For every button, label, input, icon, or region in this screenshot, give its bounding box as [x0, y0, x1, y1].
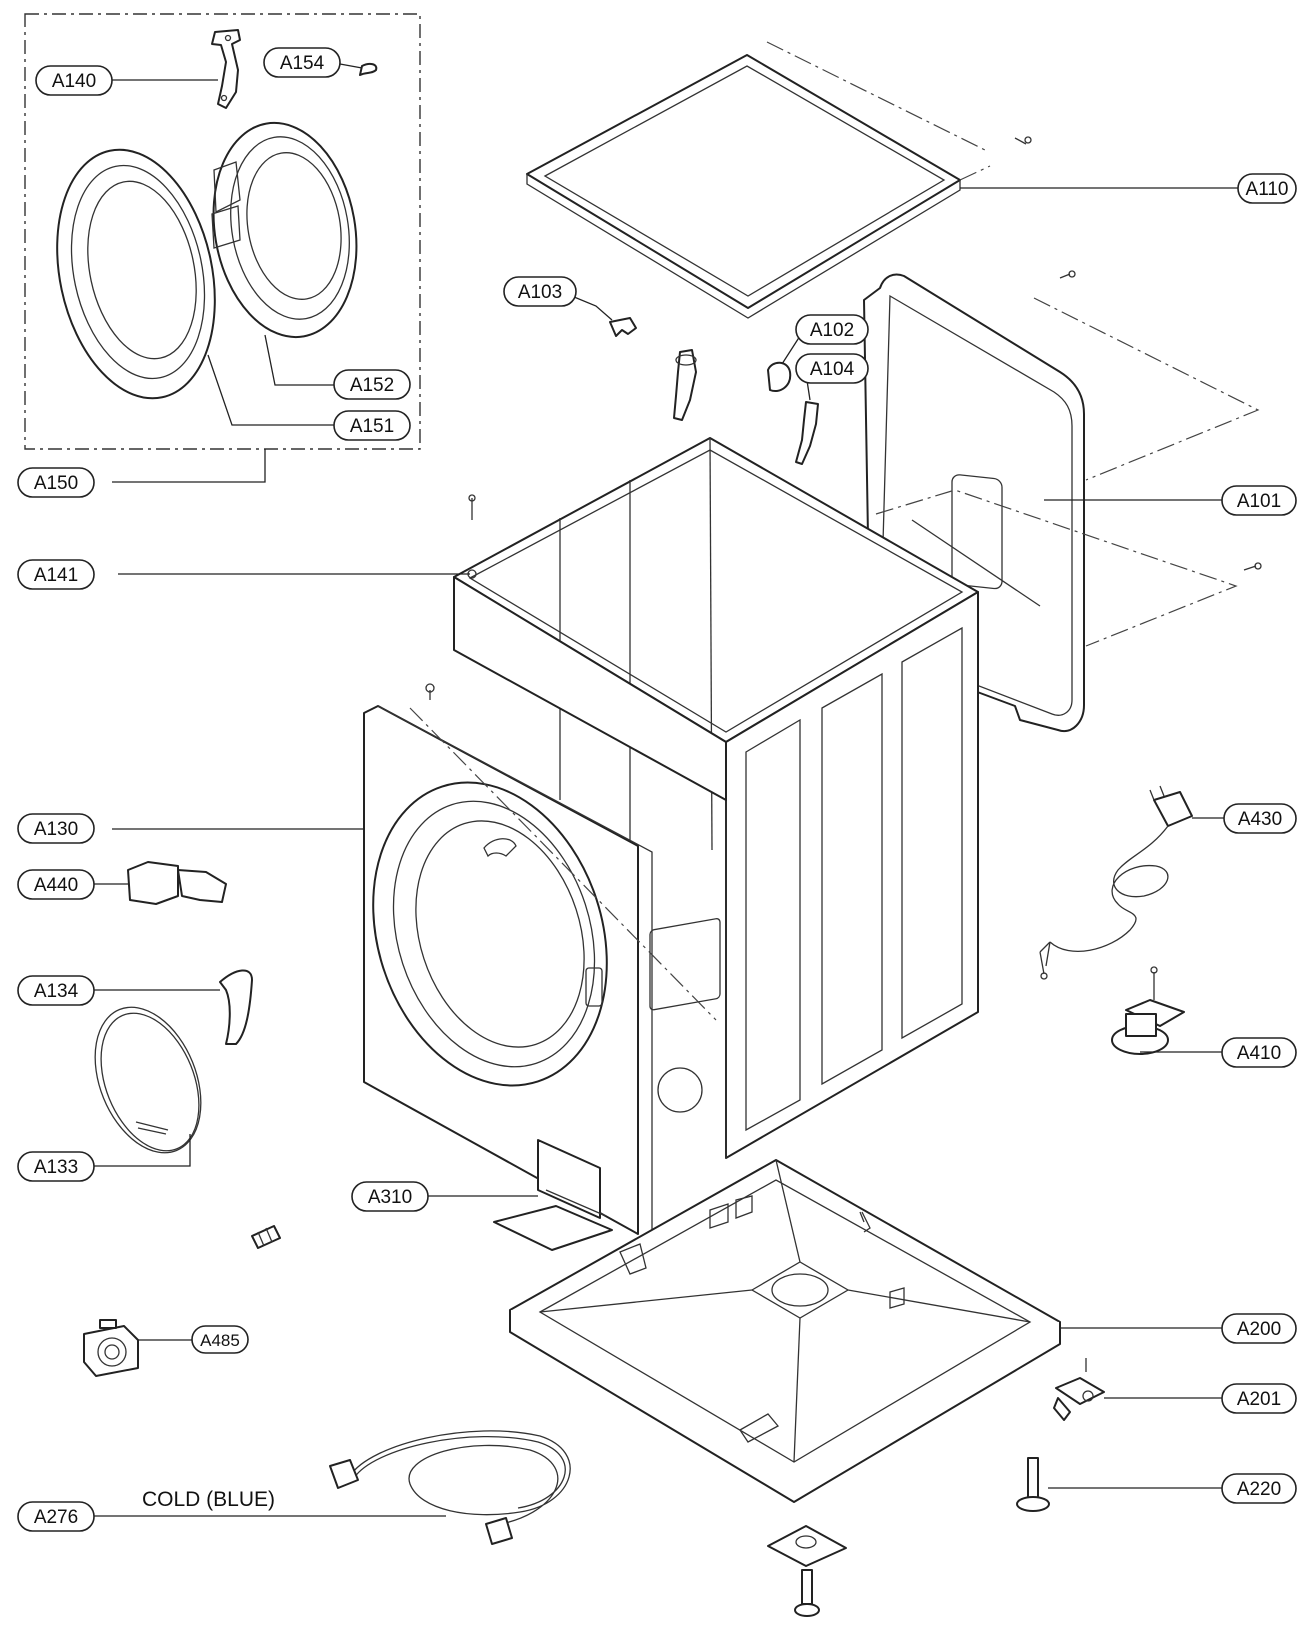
callout-a430-label: A430 — [1238, 809, 1282, 830]
small-spring-part — [251, 1225, 281, 1249]
leader-a152 — [264, 334, 334, 386]
callout-a276-label: A276 — [34, 1507, 78, 1528]
callout-a152-label: A152 — [350, 375, 394, 396]
callout-a485: A485 — [191, 1325, 249, 1354]
filter-cover-part — [424, 1139, 613, 1251]
callout-a130: A130 — [17, 813, 95, 844]
top-plate-part — [526, 41, 1238, 319]
callout-a150: A150 — [17, 467, 95, 498]
pressure-switch-part — [1111, 966, 1222, 1055]
callout-a151: A151 — [333, 410, 411, 441]
callout-a110: A110 — [1237, 173, 1297, 204]
inlet-valve-part — [795, 373, 819, 465]
callout-a103: A103 — [503, 276, 577, 307]
callout-a150-label: A150 — [34, 473, 78, 494]
callout-a141: A141 — [17, 559, 95, 590]
callout-a440: A440 — [17, 869, 95, 900]
callout-a276: A276 — [17, 1501, 95, 1532]
door-hinge-part — [211, 29, 241, 109]
callout-a103-label: A103 — [518, 282, 562, 303]
callout-a154: A154 — [263, 47, 341, 78]
leader-a133 — [92, 1134, 191, 1167]
pump-fan-part — [83, 1319, 192, 1377]
door-handle-part — [92, 969, 253, 1045]
callout-a430: A430 — [1223, 803, 1297, 834]
callout-a440-label: A440 — [34, 875, 78, 896]
callout-a104: A104 — [795, 353, 869, 384]
callout-a101: A101 — [1221, 485, 1297, 516]
callout-a140-label: A140 — [52, 71, 96, 92]
callout-a133: A133 — [17, 1151, 95, 1182]
base-part — [509, 1159, 1224, 1503]
adjustable-leg-part — [1016, 1457, 1224, 1512]
door-assembly-group — [24, 13, 421, 483]
callout-a141-label: A141 — [34, 565, 78, 586]
callout-a104-label: A104 — [810, 359, 855, 380]
callout-a201-label: A201 — [1237, 1389, 1281, 1410]
callout-a220: A220 — [1221, 1473, 1297, 1504]
callout-a134-label: A134 — [34, 981, 79, 1002]
callout-a200-label: A200 — [1237, 1319, 1281, 1340]
leader-a154 — [339, 63, 363, 69]
callout-a133-label: A133 — [34, 1157, 78, 1178]
foot-bracket-part — [767, 1525, 847, 1617]
callout-a310: A310 — [351, 1181, 429, 1212]
leader-a102 — [781, 335, 801, 365]
door-frame-part — [211, 121, 358, 339]
leader-a151 — [207, 354, 334, 426]
clamp-wire-part — [92, 1006, 202, 1167]
callout-a110-label: A110 — [1246, 179, 1289, 200]
cabinet-frame — [118, 437, 979, 1159]
hose-connector-part — [767, 335, 801, 392]
callout-a152: A152 — [333, 369, 411, 400]
callout-a410: A410 — [1221, 1037, 1297, 1068]
callout-a410-label: A410 — [1237, 1043, 1281, 1064]
valve-part — [673, 349, 697, 421]
callout-a201: A201 — [1221, 1383, 1297, 1414]
power-cord-part — [1039, 785, 1228, 980]
callout-a485-label: A485 — [200, 1331, 240, 1350]
hinge-clip-part — [359, 62, 378, 76]
callout-a154-label: A154 — [280, 53, 325, 74]
callout-a220-label: A220 — [1237, 1479, 1281, 1500]
base-bracket-part — [1053, 1358, 1224, 1421]
callout-a200: A200 — [1221, 1313, 1297, 1344]
callout-a102: A102 — [795, 314, 869, 345]
callout-a130-label: A130 — [34, 819, 78, 840]
callout-a102-label: A102 — [810, 320, 854, 341]
front-panel-part — [112, 683, 717, 1235]
door-lock-part — [92, 861, 227, 905]
callout-a310-label: A310 — [368, 1187, 412, 1208]
callout-a151-label: A151 — [350, 416, 394, 437]
door-glass-part — [56, 148, 216, 400]
callout-a140: A140 — [35, 65, 113, 96]
cold-hose-note: COLD (BLUE) — [142, 1488, 275, 1511]
inlet-hose-part — [92, 1430, 571, 1545]
callout-a134: A134 — [17, 975, 95, 1006]
callout-a101-label: A101 — [1237, 491, 1281, 512]
leader-a150 — [112, 449, 266, 483]
door-assembly-boundary — [24, 13, 421, 450]
